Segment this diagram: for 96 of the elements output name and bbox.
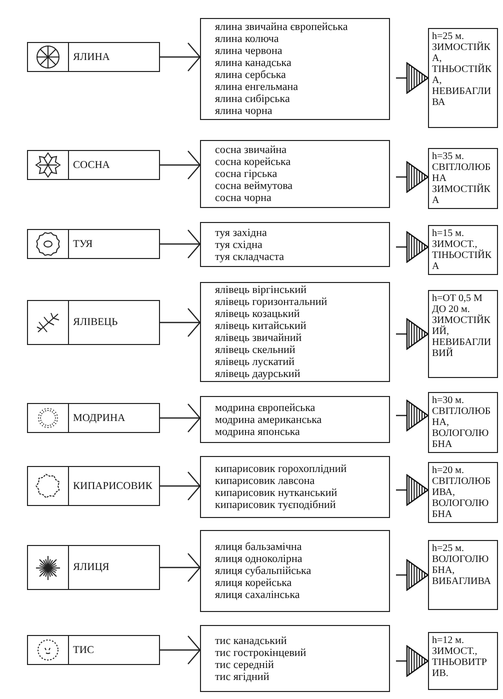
tree-name: СОСНА bbox=[72, 160, 110, 170]
tree-name: ЯЛІВЕЦЬ bbox=[72, 317, 118, 328]
species-name: ялівець скельний bbox=[215, 344, 296, 356]
species-name: туя складчаста bbox=[215, 250, 284, 262]
species-name: сосна гірська bbox=[215, 168, 278, 180]
arrow bbox=[160, 635, 201, 665]
species-name: ялівець китайський bbox=[215, 320, 306, 332]
species-name: ялина сибірська bbox=[215, 93, 290, 105]
species-name: ялиця субальпійська bbox=[215, 565, 312, 577]
tree-name-box bbox=[27, 635, 160, 665]
property-box bbox=[428, 290, 498, 378]
tree-name: ЯЛИЦЯ bbox=[72, 562, 110, 573]
arrow bbox=[396, 231, 429, 263]
species-name: ялівець звичайний bbox=[215, 332, 302, 344]
arrow bbox=[396, 161, 429, 193]
arrow bbox=[160, 403, 201, 433]
property-box bbox=[428, 225, 498, 275]
species-name: кипарисовик нутканський bbox=[215, 487, 338, 499]
species-list-box bbox=[200, 456, 390, 518]
species-name: ялиця сахалінська bbox=[215, 589, 300, 601]
arrow bbox=[396, 645, 429, 677]
species-name: кипарисовик лавсона bbox=[215, 475, 315, 487]
tree-name-box bbox=[27, 545, 160, 590]
species-list-box bbox=[200, 18, 390, 120]
tree-name: КИПАРИСОВИК bbox=[72, 480, 152, 492]
species-name: модрина японська bbox=[215, 426, 300, 438]
property-text: h=25 м. ЗИМОСТІЙКА, ТІНЬОСТІЙКА, НЕВИБАГЛИВА bbox=[432, 31, 492, 108]
species-list-box bbox=[200, 396, 390, 443]
species-name: ялівець горизонтальний bbox=[215, 296, 328, 308]
species-name: ялиця бальзамічна bbox=[215, 541, 302, 553]
property-box bbox=[428, 632, 498, 690]
property-text: h=35 м. СВІТЛОЛЮБНА ЗИМОСТІЙКА bbox=[432, 151, 492, 206]
species-name: туя східна bbox=[215, 238, 262, 250]
species-name: модрина європейська bbox=[215, 402, 316, 414]
arrow bbox=[160, 471, 201, 501]
tree-name-box bbox=[27, 42, 160, 72]
property-box bbox=[428, 148, 498, 209]
tree-name: ЯЛИНА bbox=[72, 52, 110, 62]
species-name: сосна звичайна bbox=[215, 144, 287, 156]
property-box bbox=[428, 540, 498, 610]
tree-name: ТИС bbox=[72, 644, 94, 656]
property-box bbox=[428, 462, 498, 523]
species-name: ялина канадська bbox=[215, 57, 292, 69]
arrow bbox=[160, 552, 201, 582]
tree-name-box bbox=[27, 403, 160, 433]
species-name: ялина чорна bbox=[215, 105, 272, 117]
species-name: ялиця корейська bbox=[215, 577, 292, 589]
species-name: ялина колюча bbox=[215, 33, 279, 45]
arrow bbox=[396, 559, 429, 591]
species-name: туя західна bbox=[215, 226, 267, 238]
species-name: ялівець козацький bbox=[215, 308, 300, 320]
species-name: ялина сербська bbox=[215, 69, 286, 81]
species-name: ялина енгельмана bbox=[215, 81, 298, 93]
property-box bbox=[428, 392, 498, 453]
species-name: сосна веймутова bbox=[215, 180, 293, 192]
species-name: модрина американська bbox=[215, 414, 322, 426]
species-name: ялина червона bbox=[215, 45, 282, 57]
arrow bbox=[396, 318, 429, 350]
species-list-box bbox=[200, 625, 390, 692]
arrow bbox=[160, 229, 201, 259]
tree-name: ТУЯ bbox=[72, 238, 93, 250]
species-name: ялівець даурський bbox=[215, 368, 300, 380]
species-name: тис середній bbox=[215, 658, 274, 670]
species-name: сосна чорна bbox=[215, 192, 272, 204]
species-list-box bbox=[200, 140, 390, 208]
species-name: кипарисовик горохоплідний bbox=[215, 463, 347, 475]
arrow bbox=[396, 400, 429, 432]
tree-name-box bbox=[27, 466, 160, 506]
property-box bbox=[428, 28, 498, 128]
species-name: тис ягідний bbox=[215, 670, 270, 682]
species-list-box bbox=[200, 222, 390, 267]
species-name: ялівець лускатий bbox=[215, 356, 294, 368]
species-list-box bbox=[200, 530, 390, 612]
property-text: h=ОТ 0,5 М ДО 20 м. ЗИМОСТІЙКИЙ, НЕВИБАГЛИВИЙ bbox=[432, 293, 492, 359]
arrow bbox=[396, 62, 429, 94]
species-name: ялина звичайна європейська bbox=[215, 21, 348, 33]
species-name: тис канадський bbox=[215, 634, 287, 646]
arrow bbox=[396, 474, 429, 506]
tree-name-box bbox=[27, 150, 160, 180]
tree-name-box bbox=[27, 229, 160, 259]
tree-name-box bbox=[27, 300, 160, 345]
arrow bbox=[160, 150, 201, 180]
species-name: кипарисовик туєподібний bbox=[215, 499, 336, 511]
arrow bbox=[160, 42, 201, 72]
species-list-box bbox=[200, 282, 390, 382]
species-name: ялівець віргінський bbox=[215, 284, 306, 296]
property-text: h=15 м. ЗИМОСТ., ТІНЬОСТІЙКА bbox=[432, 228, 492, 272]
property-text: h=20 м. СВІТЛОЛЮБИВА, ВОЛОГОЛЮБНА bbox=[432, 465, 492, 520]
property-text: h=25 м. ВОЛОГОЛЮБНА, ВИБАГЛИВА bbox=[432, 543, 492, 587]
tree-name: МОДРИНА bbox=[72, 412, 126, 424]
property-text: h=12 м. ЗИМОСТ., ТІНЬОВИТРИВ. bbox=[432, 635, 488, 679]
property-text: h=30 м. СВІТЛОЛЮБНА, ВОЛОГОЛЮБНА bbox=[432, 395, 492, 450]
arrow bbox=[160, 308, 201, 338]
species-name: сосна корейська bbox=[215, 156, 291, 168]
species-name: тис гострокінцевий bbox=[215, 646, 306, 658]
species-name: ялиця одноколірна bbox=[215, 553, 302, 565]
